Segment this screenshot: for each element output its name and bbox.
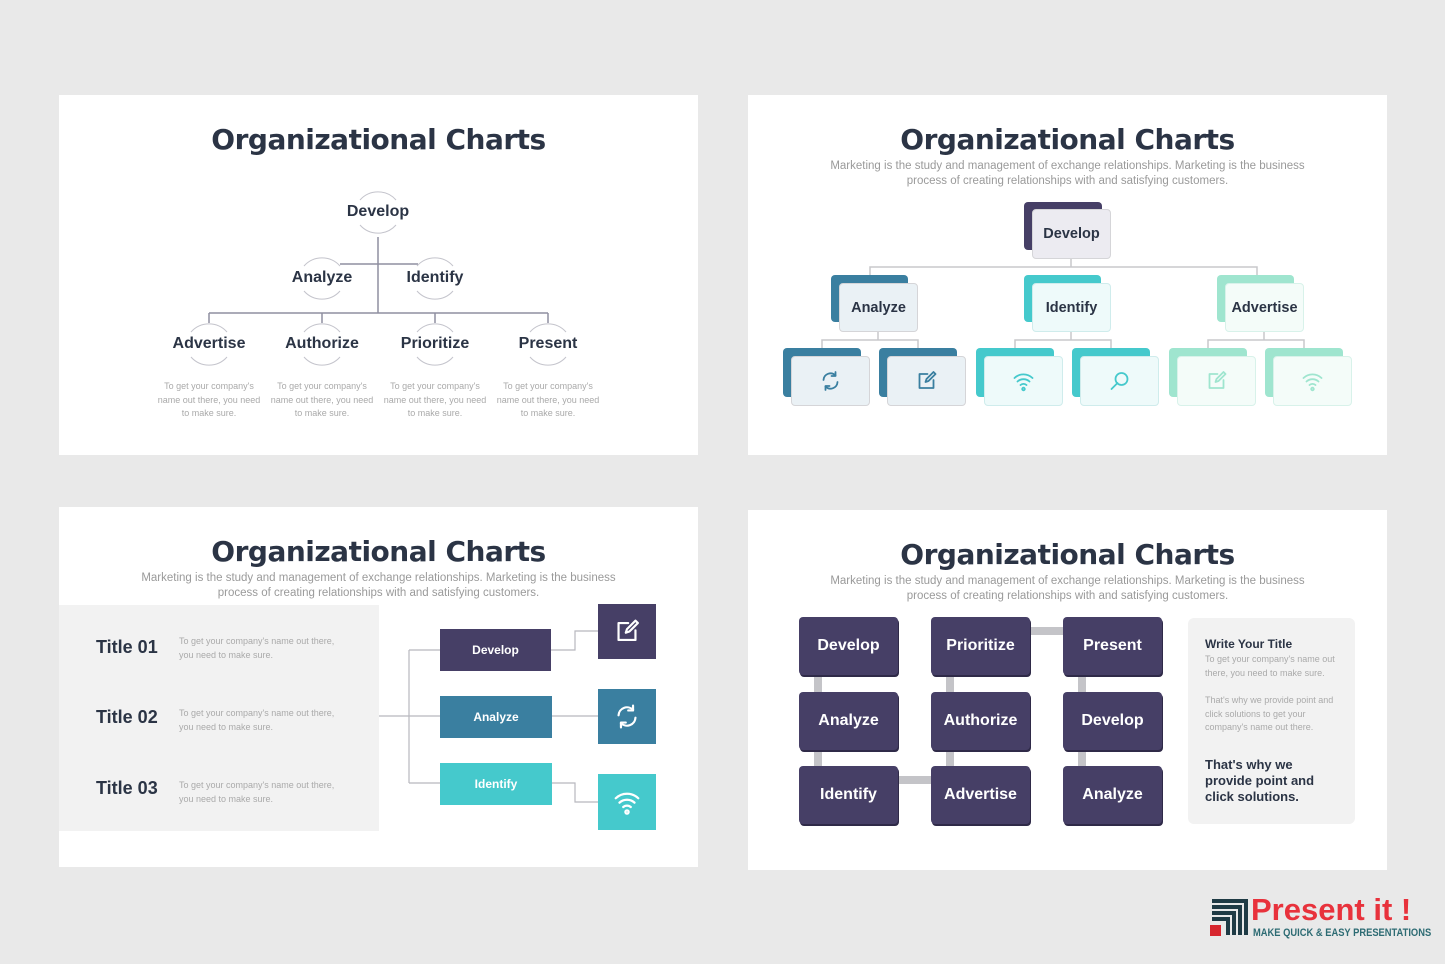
connector — [897, 776, 931, 784]
logo-tagline: MAKE QUICK & EASY PRESENTATIONS — [1253, 927, 1432, 939]
node-level2: Analyze — [839, 283, 918, 332]
node-level3: Present — [518, 335, 578, 352]
row-title: Title 02 — [96, 707, 158, 727]
refresh-icon — [598, 689, 656, 744]
panel-text: To get your company's name out there, yo… — [1205, 654, 1335, 678]
subtitle-line: Marketing is the study and management of… — [830, 160, 1305, 172]
edit-icon — [598, 604, 656, 659]
panel-text: That's why we provide point and click so… — [1205, 695, 1334, 732]
slide-2[interactable]: Organizational Charts Marketing is the s… — [748, 95, 1387, 455]
tree-connectors — [821, 259, 1305, 348]
node-description: To get your company's name out there, yo… — [270, 381, 374, 418]
row-title: Title 03 — [96, 778, 158, 798]
grid-node: Advertise — [931, 766, 1030, 824]
node-level3: Prioritize — [400, 335, 470, 352]
node-level2: Identify — [1032, 283, 1111, 332]
slide-title: Organizational Charts — [211, 123, 546, 156]
row-desc: To get your company's name out there, you… — [179, 634, 349, 662]
connector — [946, 675, 954, 693]
grid-node: Authorize — [931, 692, 1030, 750]
node-box: Identify — [440, 763, 552, 805]
slide-4[interactable]: Organizational Charts Marketing is the s… — [748, 510, 1387, 870]
row-title: Title 01 — [96, 637, 158, 657]
row-desc: To get your company's name out there, you… — [179, 778, 349, 806]
row-desc: To get your company's name out there, you… — [179, 706, 349, 734]
grid-node: Present — [1063, 617, 1162, 675]
node-level2: Analyze — [291, 269, 353, 286]
node-description: To get your company's name out there, yo… — [383, 381, 487, 418]
wifi-icon — [984, 356, 1063, 406]
connector — [1029, 627, 1063, 635]
slide-title: Organizational Charts — [211, 535, 546, 568]
connector — [814, 750, 822, 767]
connector — [1078, 675, 1086, 693]
node-description: To get your company's name out there, yo… — [496, 381, 600, 418]
node-level3: Advertise — [172, 335, 246, 352]
grid-node: Identify — [799, 766, 898, 824]
wifi-icon — [1273, 356, 1352, 406]
node-description: To get your company's name out there, yo… — [157, 381, 261, 418]
subtitle-line: Marketing is the study and management of… — [141, 572, 616, 584]
brand-logo: Present it ! MAKE QUICK & EASY PRESENTAT… — [1210, 892, 1432, 945]
grid-node: Develop — [1063, 692, 1162, 750]
grid-node: Analyze — [799, 692, 898, 750]
node-box: Develop — [440, 629, 551, 671]
slide-1[interactable]: Organizational Charts Develop Analyze Id… — [59, 95, 698, 455]
grid-node: Analyze — [1063, 766, 1162, 824]
desc-line: To get your company's name out there, — [179, 636, 335, 646]
slide-subtitle: Marketing is the study and management of… — [59, 571, 698, 600]
wifi-icon — [598, 774, 656, 830]
subtitle-line: Marketing is the study and management of… — [830, 575, 1305, 587]
desc-line: To get your company's name out there, — [179, 780, 335, 790]
desc-line: you need to make sure. — [179, 650, 274, 660]
logo-name: Present it ! — [1251, 892, 1412, 927]
logo-mark-icon — [1210, 899, 1248, 936]
titles-panel — [59, 605, 379, 831]
desc-line: you need to make sure. — [179, 722, 274, 732]
node-root: Develop — [346, 203, 410, 220]
node-root: Develop — [1032, 209, 1111, 259]
tree-connectors — [190, 191, 567, 366]
slide-subtitle: Marketing is the study and management of… — [748, 574, 1387, 603]
connector — [814, 675, 822, 693]
panel-emphasis: That's why we provide point and click so… — [1205, 756, 1315, 804]
slide-title: Organizational Charts — [900, 538, 1235, 571]
node-box: Analyze — [440, 696, 552, 738]
desc-line: To get your company's name out there, — [179, 708, 335, 718]
edit-icon — [887, 356, 966, 406]
node-level2: Identify — [406, 269, 464, 286]
edit-icon — [1177, 356, 1256, 406]
grid-node: Develop — [799, 617, 898, 675]
panel-heading: Write Your Title — [1205, 637, 1293, 651]
grid-node: Prioritize — [931, 617, 1030, 675]
desc-line: you need to make sure. — [179, 794, 274, 804]
info-panel: Write Your Title To get your company's n… — [1188, 618, 1355, 824]
subtitle-line: process of creating relationships with a… — [906, 174, 1229, 187]
search-icon — [1080, 356, 1159, 406]
node-level2: Advertise — [1225, 283, 1304, 332]
connector — [946, 750, 954, 767]
refresh-icon — [791, 356, 870, 406]
subtitle-line: process of creating relationships with a… — [906, 589, 1229, 602]
slide-subtitle: Marketing is the study and management of… — [748, 159, 1387, 188]
slide-title: Organizational Charts — [900, 123, 1235, 156]
subtitle-line: process of creating relationships with a… — [217, 586, 540, 599]
node-level3: Authorize — [285, 335, 359, 352]
tree-connectors — [379, 630, 598, 803]
slide-3[interactable]: Organizational Charts Marketing is the s… — [59, 507, 698, 867]
connector — [1078, 750, 1086, 767]
